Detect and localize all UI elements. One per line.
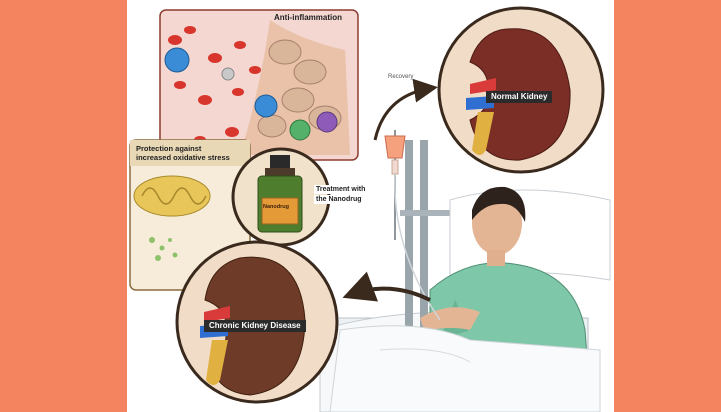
oxidative-stress-title-line2: increased oxidative stress <box>136 154 230 162</box>
treatment-label-line2: the Nanodrug <box>314 195 364 204</box>
normal-kidney-circle <box>439 8 603 172</box>
oxidative-stress-title-line1: Protection against <box>136 145 201 153</box>
mitochondrion-icon <box>134 176 210 216</box>
arrow-icon <box>350 289 430 300</box>
arrow-icon <box>375 88 432 140</box>
anti-inflammation-panel <box>160 10 358 160</box>
bottle-label: Nanodrug <box>263 205 289 211</box>
recovery-label: Recovery <box>388 74 413 80</box>
treatment-label-line1: Treatment with <box>314 185 367 194</box>
chronic-kidney-label: Chronic Kidney Disease <box>204 320 306 332</box>
normal-kidney-label: Normal Kidney <box>486 91 552 103</box>
anti-inflammation-title: Anti-inflammation <box>274 14 342 22</box>
